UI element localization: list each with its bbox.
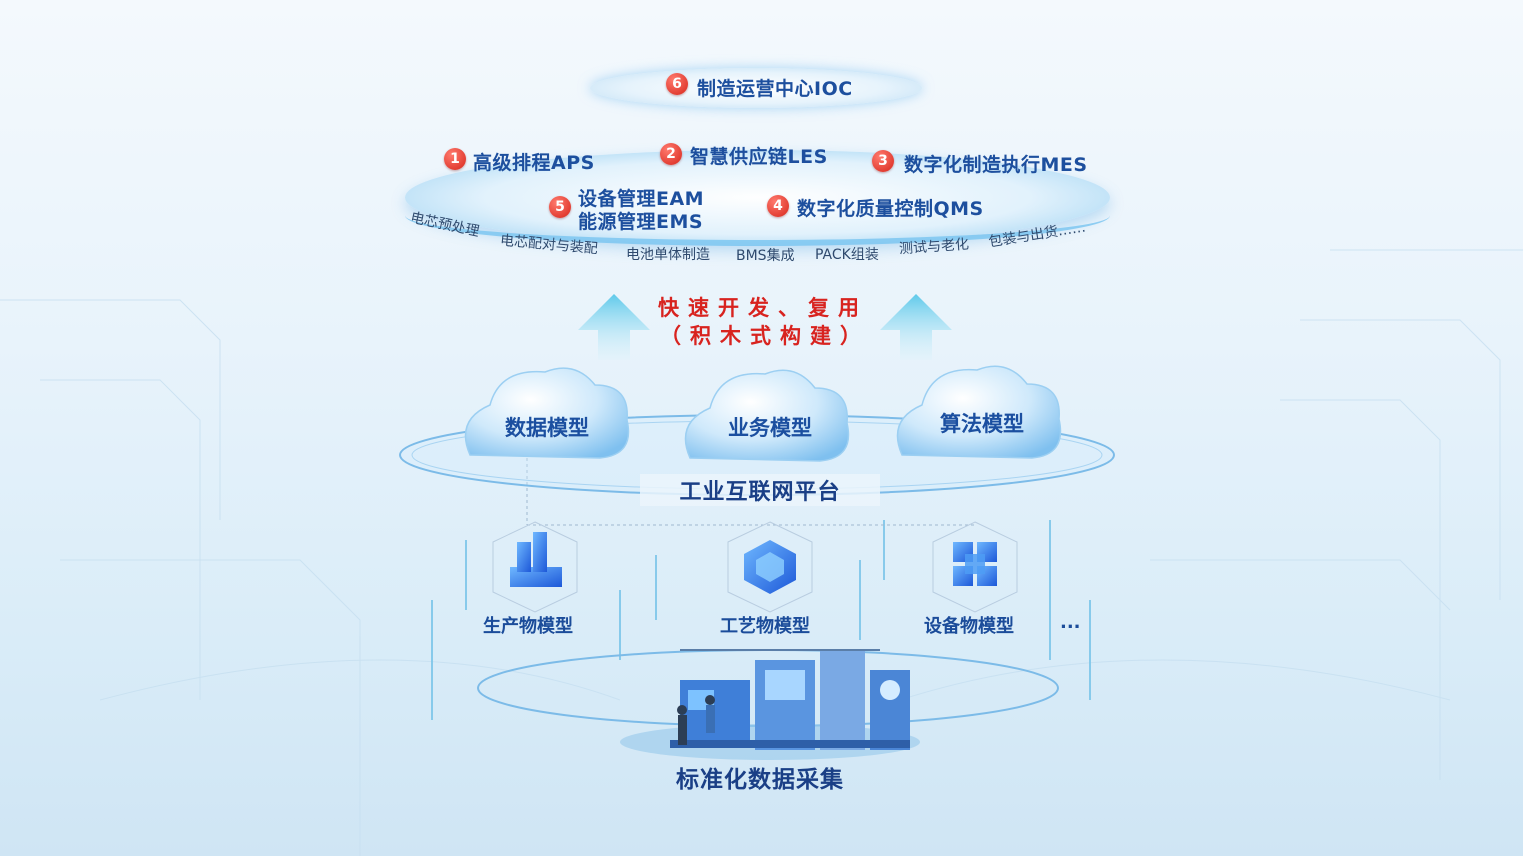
system-les-label: 智慧供应链LES (690, 146, 828, 168)
equipment-model-label: 设备物模型 (924, 616, 1014, 637)
system-eam-label: 设备管理EAM (578, 188, 705, 210)
cloud-data-model-label-wrap: 数据模型 (462, 366, 632, 466)
systems-platter-rim (405, 185, 1110, 246)
system-mes-label: 数字化制造执行MES (904, 154, 1088, 176)
badge-1: 1 (444, 148, 466, 170)
cloud-business-model-label-wrap: 业务模型 (685, 366, 855, 466)
system-qms-label: 数字化质量控制QMS (797, 198, 984, 220)
process-item: BMS集成 (736, 248, 795, 264)
process-model-label: 工艺物模型 (720, 616, 810, 637)
equipment-model-icon (932, 521, 1018, 613)
factory-illustration (670, 649, 910, 750)
system-ems-label: 能源管理EMS (578, 211, 704, 233)
cloud-data-model-label: 数据模型 (505, 416, 589, 440)
process-item: PACK组装 (815, 247, 879, 263)
process-model-icon (727, 521, 813, 613)
cloud-business-model (684, 369, 850, 462)
cloud-data-model (464, 367, 630, 459)
badge-4: 4 (767, 195, 789, 217)
platform-title: 工业互联网平台 (640, 474, 880, 506)
cloud-business-model-label: 业务模型 (728, 416, 812, 440)
ioc-disc (590, 68, 922, 108)
slogan-line2: （积木式构建） (660, 324, 870, 348)
badge-6: 6 (666, 73, 688, 95)
badge-5: 5 (549, 196, 571, 218)
badge-2: 2 (660, 143, 682, 165)
badge-3: 3 (872, 150, 894, 172)
data-collection-title: 标准化数据采集 (676, 767, 844, 793)
cloud-algorithm-model-label: 算法模型 (940, 412, 1024, 436)
slogan-line1: 快速开发、复用 (658, 296, 868, 320)
cloud-algorithm-model-label-wrap: 算法模型 (897, 362, 1067, 462)
up-arrow-left (578, 294, 650, 360)
ioc-label: 制造运营中心IOC (697, 78, 853, 100)
system-aps-label: 高级排程APS (473, 152, 595, 174)
cloud-algorithm-model (896, 365, 1062, 459)
more-models-ellipsis: ... (1060, 612, 1081, 633)
production-model-icon (492, 521, 578, 613)
up-arrow-right (880, 294, 952, 360)
production-model-label: 生产物模型 (483, 616, 573, 637)
process-item: 电池单体制造 (626, 247, 710, 263)
